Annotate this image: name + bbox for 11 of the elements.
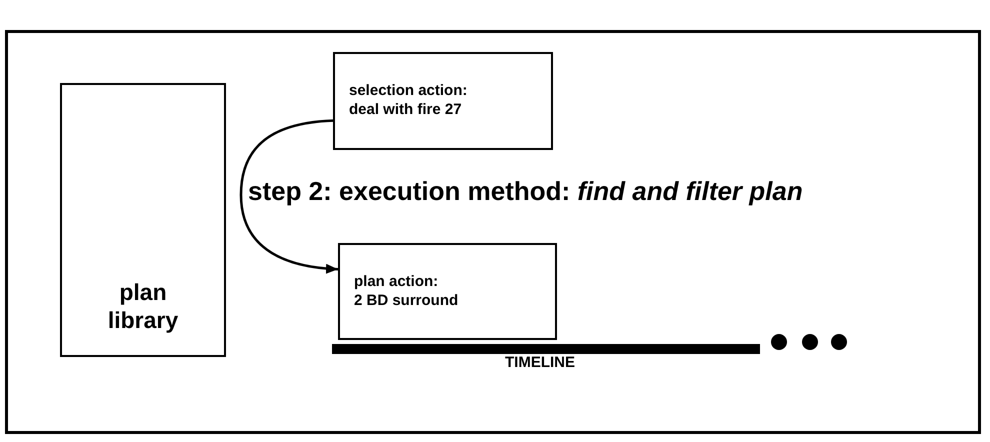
box-heading: selection action: — [349, 82, 468, 101]
box-body: deal with fire 27 — [349, 101, 462, 120]
library-box — [60, 83, 226, 357]
action-box — [338, 243, 557, 340]
curved-arrow — [240, 119, 338, 274]
box-body: 2 BD surround — [354, 292, 458, 310]
timeline-label: TIMELINE — [505, 354, 575, 371]
action-box — [333, 52, 553, 150]
box-heading: plan action: — [354, 272, 438, 292]
step-caption: step 2: execution method: find and filter plan — [248, 176, 803, 207]
box-label: plan library — [106, 278, 180, 335]
